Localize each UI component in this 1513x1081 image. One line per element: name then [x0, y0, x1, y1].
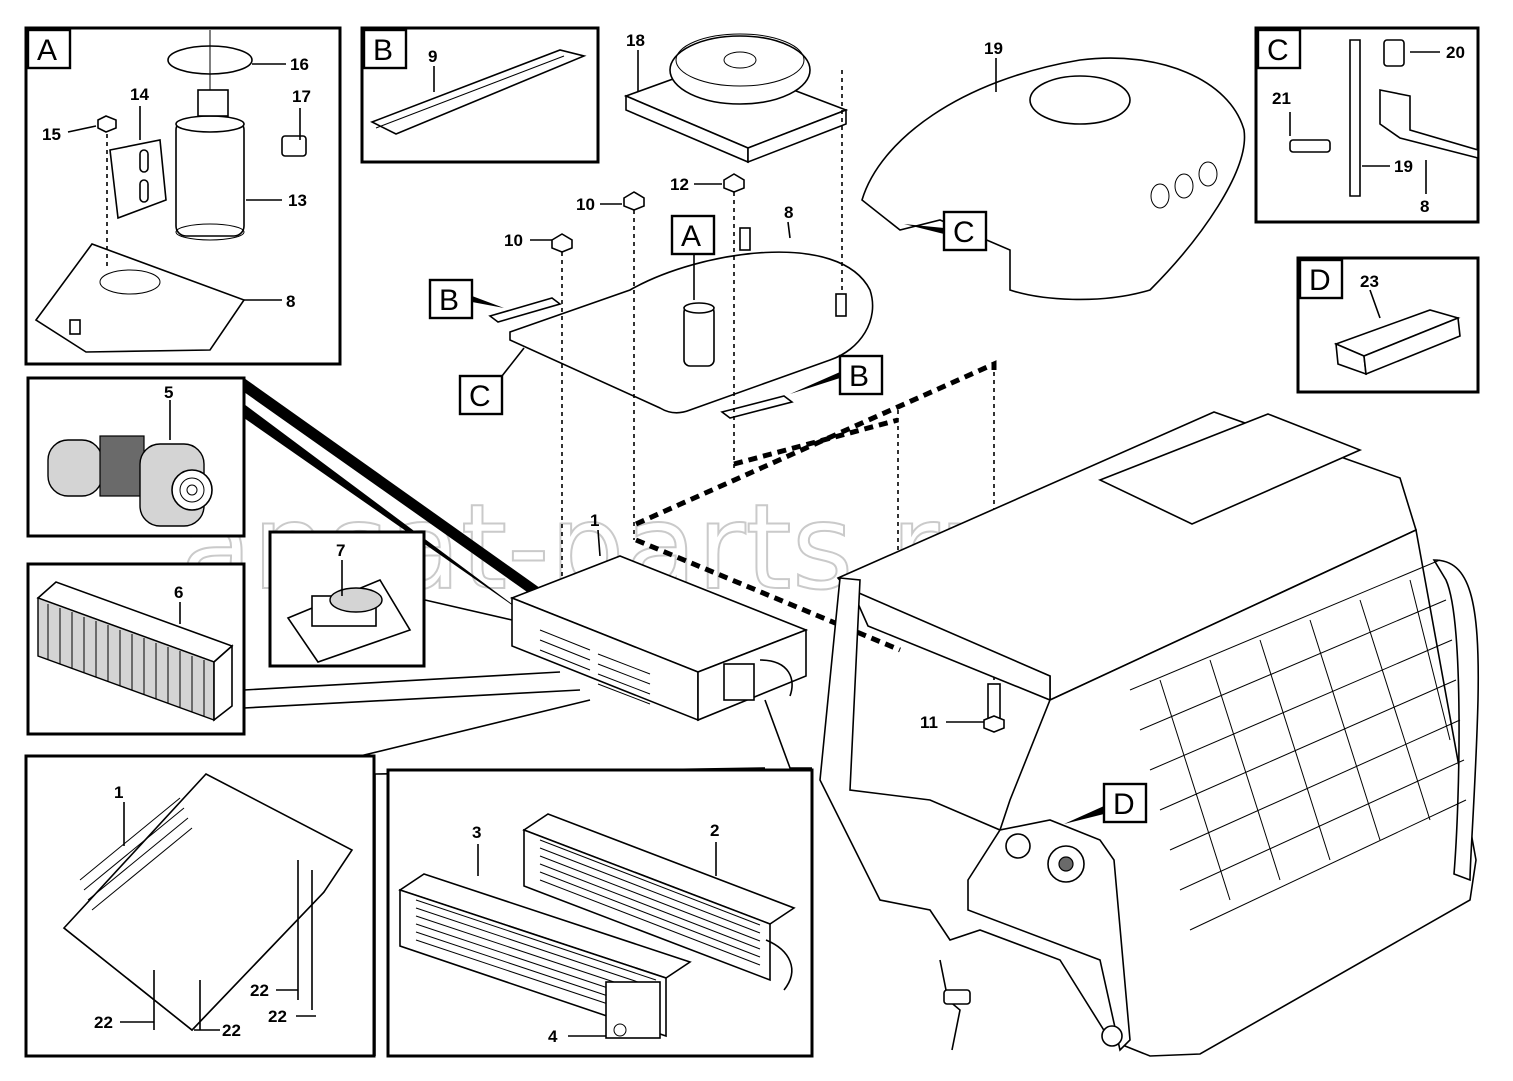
callout-22-d: 22 — [268, 1007, 287, 1026]
callout-10-a: 10 — [504, 231, 523, 250]
callout-9: 9 — [428, 47, 437, 66]
clip-nut — [1383, 39, 1405, 67]
callout-8-main: 8 — [784, 203, 793, 222]
callout-5: 5 — [164, 383, 173, 402]
pressure-switch — [281, 135, 307, 157]
callout-8-c: 8 — [1420, 197, 1429, 216]
roof-cover: 19 — [861, 39, 1246, 301]
filter-pleats — [47, 604, 205, 716]
receiver-drier — [175, 119, 245, 237]
seal-right — [720, 395, 794, 419]
callout-20: 20 — [1446, 43, 1465, 62]
callout-22-b: 22 — [222, 1021, 241, 1040]
tag-a-letter: A — [681, 220, 701, 253]
main-tags: A B B C C D — [428, 210, 1148, 824]
detail-box-d-letter: D — [1309, 264, 1331, 297]
detail-box-c-letter: C — [1267, 34, 1289, 67]
callout-10-b: 10 — [576, 195, 595, 214]
tag-b-left-letter: B — [439, 284, 459, 317]
seal-strip — [370, 49, 587, 135]
callout-2: 2 — [710, 821, 719, 840]
callout-22-a: 22 — [94, 1013, 113, 1032]
callout-7: 7 — [336, 541, 345, 560]
callout-13: 13 — [288, 191, 307, 210]
tag-d-cab-letter: D — [1113, 788, 1135, 821]
bolt-11 — [987, 683, 1001, 721]
callout-18: 18 — [626, 31, 645, 50]
tag-a — [670, 214, 716, 256]
detail-box-b: B 9 — [360, 26, 600, 164]
condenser-fan: 18 — [623, 31, 849, 164]
callout-3: 3 — [472, 823, 481, 842]
callout-19-c: 19 — [1394, 157, 1413, 176]
cab-grille — [1129, 559, 1467, 931]
callout-11: 11 — [920, 713, 938, 732]
drier-fitting — [197, 89, 229, 117]
callout-16: 16 — [290, 55, 309, 74]
callout-14: 14 — [130, 85, 149, 104]
inset-cores: 3 2 4 — [386, 768, 814, 1058]
callout-4: 4 — [548, 1027, 558, 1046]
tag-c-plate — [458, 374, 504, 416]
callout-8-a: 8 — [286, 292, 295, 311]
callout-1-main: 1 — [590, 511, 599, 530]
detail-box-b-letter: B — [373, 34, 393, 67]
inset-unit-open: 1 22 22 22 22 — [24, 754, 376, 1058]
nut-10-a — [551, 233, 573, 253]
callout-22-c: 22 — [250, 981, 269, 1000]
callout-15: 15 — [42, 125, 61, 144]
expansion-valve — [605, 981, 661, 1039]
nut-12 — [723, 173, 745, 193]
callout-6: 6 — [174, 583, 183, 602]
detail-box-d: D 23 — [1296, 256, 1480, 394]
tag-c-roof — [942, 210, 988, 252]
inset-blower: 5 — [26, 376, 246, 538]
inset-resistor: 7 — [268, 530, 426, 668]
seal-left — [488, 297, 562, 323]
detail-box-a-letter: A — [37, 34, 57, 67]
nut-15 — [97, 115, 117, 133]
tag-b-left — [428, 278, 474, 320]
callout-17: 17 — [292, 87, 311, 106]
inset-filter: 6 — [26, 562, 246, 736]
plate-drier — [683, 305, 715, 367]
callout-23: 23 — [1360, 272, 1379, 291]
tag-d-cab — [1102, 782, 1148, 824]
bolt-21 — [1289, 139, 1331, 153]
detail-box-a: A 16 14 17 15 13 8 — [24, 26, 342, 366]
nut-10-b — [623, 191, 645, 211]
tag-c-roof-letter: C — [953, 216, 975, 249]
callout-12: 12 — [670, 175, 689, 194]
tag-c-plate-letter: C — [469, 380, 491, 413]
callout-21: 21 — [1272, 89, 1291, 108]
callout-19: 19 — [984, 39, 1003, 58]
mounting-plate: 8 — [488, 203, 874, 419]
cab: 11 — [819, 411, 1480, 1057]
detail-box-c: C 20 21 19 8 — [1254, 26, 1480, 224]
alignment-dashed-lines — [634, 360, 997, 653]
unit-valve — [723, 663, 755, 701]
hvac-unit: 1 — [509, 511, 809, 722]
tag-b-right-letter: B — [849, 360, 869, 393]
callout-1-inset: 1 — [114, 783, 123, 802]
